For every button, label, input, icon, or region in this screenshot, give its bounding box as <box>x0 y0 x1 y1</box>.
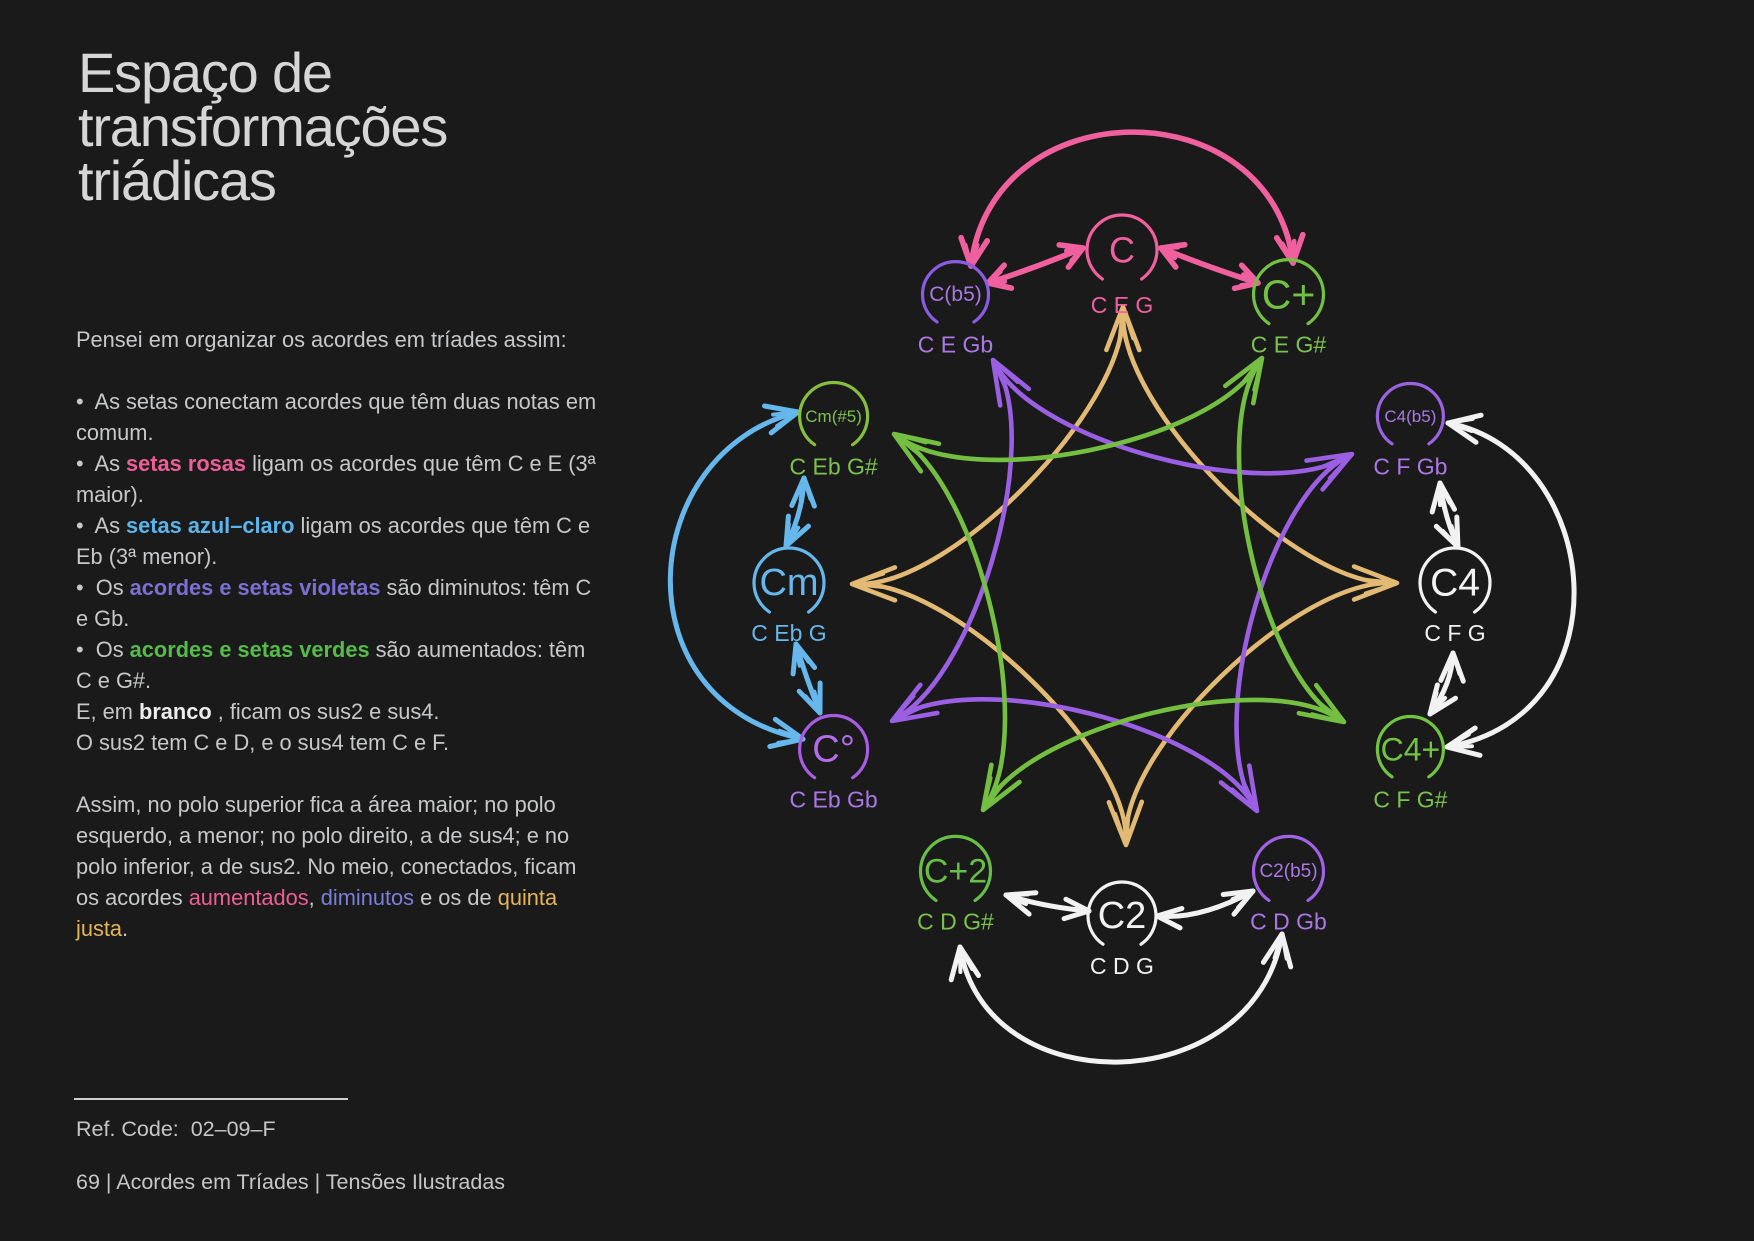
svg-text:C(b5): C(b5) <box>929 283 982 306</box>
svg-text:C D Gb: C D Gb <box>1250 908 1327 934</box>
svg-text:C F G#: C F G# <box>1373 787 1447 813</box>
svg-text:C+2: C+2 <box>924 852 987 890</box>
svg-text:C F Gb: C F Gb <box>1373 454 1447 480</box>
svg-text:C Eb Gb: C Eb Gb <box>789 787 877 813</box>
svg-text:C E G: C E G <box>1091 292 1154 318</box>
svg-text:C4: C4 <box>1430 562 1480 605</box>
svg-text:C D G: C D G <box>1090 953 1154 979</box>
svg-text:C E Gb: C E Gb <box>918 332 993 358</box>
svg-text:C: C <box>1109 230 1135 271</box>
svg-text:C E G#: C E G# <box>1251 332 1327 358</box>
svg-text:C F G: C F G <box>1424 620 1485 646</box>
svg-text:Cm(#5): Cm(#5) <box>805 407 862 426</box>
svg-text:Cm: Cm <box>759 562 818 604</box>
svg-text:C+: C+ <box>1262 272 1316 318</box>
svg-text:C Eb G: C Eb G <box>751 620 826 646</box>
svg-text:C2(b5): C2(b5) <box>1259 861 1317 882</box>
svg-text:C Eb G#: C Eb G# <box>789 454 877 480</box>
svg-text:C2: C2 <box>1098 895 1147 937</box>
svg-text:C°: C° <box>812 729 855 771</box>
svg-text:C D G#: C D G# <box>917 908 994 934</box>
svg-text:C4+: C4+ <box>1381 732 1441 768</box>
svg-text:C4(b5): C4(b5) <box>1384 407 1436 426</box>
